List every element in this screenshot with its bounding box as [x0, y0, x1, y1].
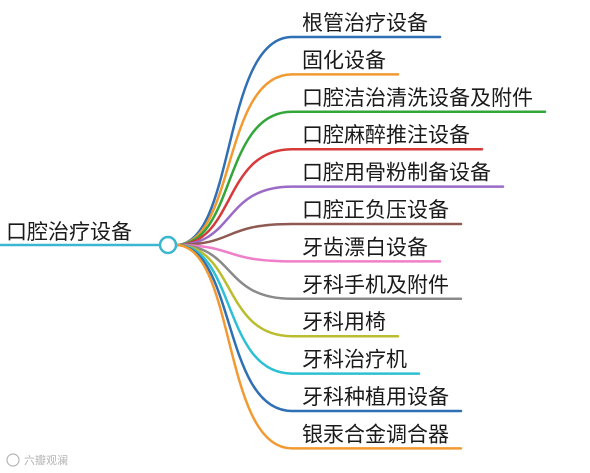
- branch-connector: [174, 110, 547, 247]
- branch-label: 口腔正负压设备: [302, 198, 449, 222]
- branch-node[interactable]: 牙齿漂白设备: [302, 235, 428, 259]
- branch-connector: [174, 243, 421, 375]
- branch-node[interactable]: 口腔洁治清洗设备及附件: [302, 86, 533, 110]
- root-node[interactable]: 口腔治疗设备: [0, 220, 178, 255]
- branch-node[interactable]: 固化设备: [302, 48, 386, 72]
- branch-connector: [174, 222, 463, 247]
- branch-label: 口腔用骨粉制备设备: [302, 161, 491, 185]
- branch-label: 牙科种植用设备: [302, 385, 449, 409]
- branch-connector: [174, 73, 400, 247]
- branch-node[interactable]: 牙科种植用设备: [302, 385, 449, 409]
- branch-label: 口腔洁治清洗设备及附件: [302, 86, 533, 110]
- branch-node[interactable]: 口腔正负压设备: [302, 198, 449, 222]
- branch-node[interactable]: 牙科手机及附件: [302, 273, 449, 297]
- branch-label: 牙科手机及附件: [302, 273, 449, 297]
- branch-label: 牙科用椅: [302, 310, 386, 334]
- branch-node[interactable]: 银汞合金调合器: [302, 422, 449, 446]
- branch-label: 牙齿漂白设备: [302, 235, 428, 259]
- branch-node[interactable]: 口腔麻醉推注设备: [302, 123, 470, 147]
- branch-connector: [174, 185, 505, 247]
- root-collapse-toggle[interactable]: [158, 235, 178, 255]
- root-label: 口腔治疗设备: [6, 220, 132, 244]
- branch-connector: [174, 243, 463, 450]
- branch-connector: [174, 243, 442, 263]
- branch-connector: [174, 35, 442, 247]
- watermark: 六瓣观澜: [6, 453, 68, 467]
- branch-connector: [174, 243, 463, 301]
- branch-node[interactable]: 口腔用骨粉制备设备: [302, 161, 491, 185]
- branch-node[interactable]: 根管治疗设备: [302, 11, 428, 35]
- branch-label: 牙科治疗机: [302, 348, 407, 372]
- branch-label: 银汞合金调合器: [302, 422, 449, 446]
- branch-connectors: [174, 35, 547, 450]
- branch-connector: [174, 243, 400, 338]
- branch-node[interactable]: 牙科治疗机: [302, 348, 407, 372]
- branch-connector: [174, 147, 484, 247]
- branch-label: 固化设备: [302, 48, 386, 72]
- branch-nodes: 根管治疗设备固化设备口腔洁治清洗设备及附件口腔麻醉推注设备口腔用骨粉制备设备口腔…: [302, 11, 533, 446]
- branch-label: 根管治疗设备: [302, 11, 428, 35]
- branch-label: 口腔麻醉推注设备: [302, 123, 470, 147]
- watermark-logo-icon: [6, 453, 20, 467]
- watermark-text: 六瓣观澜: [24, 453, 68, 467]
- branch-node[interactable]: 牙科用椅: [302, 310, 386, 334]
